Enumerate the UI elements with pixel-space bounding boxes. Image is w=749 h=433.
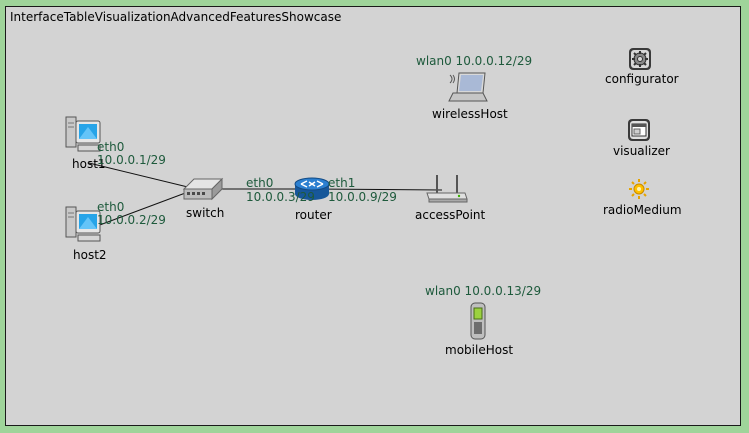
router-icon bbox=[294, 177, 330, 200]
radio-medium-label: radioMedium bbox=[603, 203, 682, 217]
router-iface-right-name: eth1 bbox=[328, 176, 356, 190]
router-label: router bbox=[295, 208, 332, 222]
visualizer-label: visualizer bbox=[613, 144, 670, 158]
router-iface-left-name: eth0 bbox=[246, 176, 274, 190]
network-canvas: InterfaceTableVisualizationAdvancedFeatu… bbox=[5, 6, 741, 426]
router-iface-right-addr: 10.0.0.9/29 bbox=[328, 190, 397, 204]
visualizer-node[interactable] bbox=[627, 118, 651, 142]
access-point-icon bbox=[426, 175, 468, 203]
wireless-host-node[interactable] bbox=[447, 71, 489, 105]
network-title: InterfaceTableVisualizationAdvancedFeatu… bbox=[10, 10, 342, 24]
wireless-host-label: wirelessHost bbox=[432, 107, 508, 121]
window-icon bbox=[628, 119, 650, 141]
host1-node[interactable] bbox=[64, 115, 104, 155]
switch-node[interactable] bbox=[182, 175, 224, 203]
switch-label: switch bbox=[186, 206, 225, 220]
mobile-host-iface: wlan0 10.0.0.13/29 bbox=[425, 284, 542, 298]
desktop-pc-icon bbox=[65, 206, 101, 242]
mobile-host-label: mobileHost bbox=[445, 343, 514, 357]
configurator-node[interactable] bbox=[628, 47, 652, 71]
gear-icon bbox=[629, 48, 651, 70]
host2-node[interactable] bbox=[64, 205, 104, 245]
host1-label: host1 bbox=[72, 157, 106, 171]
router-node[interactable] bbox=[292, 173, 332, 203]
host2-iface-addr: 10.0.0.2/29 bbox=[97, 213, 166, 227]
radio-medium-icon bbox=[629, 179, 649, 199]
host1-iface-name: eth0 bbox=[97, 140, 125, 154]
access-point-label: accessPoint bbox=[415, 208, 486, 222]
laptop-icon bbox=[448, 72, 488, 102]
host2-label: host2 bbox=[73, 248, 107, 262]
link-host1-switch[interactable] bbox=[88, 162, 197, 190]
host2-iface-name: eth0 bbox=[97, 200, 125, 214]
radio-medium-node[interactable] bbox=[627, 178, 651, 200]
wireless-host-iface: wlan0 10.0.0.12/29 bbox=[416, 54, 533, 68]
network-switch-icon bbox=[182, 177, 224, 201]
router-iface-left-addr: 10.0.0.3/29 bbox=[246, 190, 315, 204]
mobile-phone-icon bbox=[470, 302, 486, 340]
link-layer bbox=[88, 162, 443, 230]
mobile-host-node[interactable] bbox=[467, 301, 489, 341]
configurator-label: configurator bbox=[605, 72, 679, 86]
link-host2-switch[interactable] bbox=[88, 188, 197, 230]
link-router-accesspoint[interactable] bbox=[311, 188, 443, 191]
host1-iface-addr: 10.0.0.1/29 bbox=[97, 153, 166, 167]
access-point-node[interactable] bbox=[425, 173, 469, 205]
desktop-pc-icon bbox=[65, 116, 101, 152]
